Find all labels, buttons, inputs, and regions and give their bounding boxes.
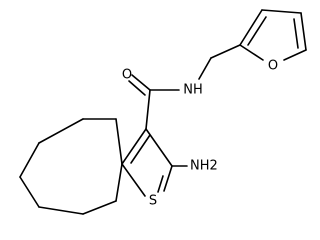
bond bbox=[130, 134, 151, 164]
amide-nitrogen-label: NH bbox=[183, 83, 203, 98]
bond bbox=[210, 44, 241, 59]
carbonyl-oxygen-label: O bbox=[122, 68, 132, 83]
bond bbox=[163, 165, 173, 192]
bond bbox=[38, 206, 84, 215]
bond bbox=[293, 18, 299, 49]
bond bbox=[115, 163, 123, 202]
amino-group-label: NH2 bbox=[190, 159, 218, 174]
bond bbox=[157, 175, 164, 193]
bond bbox=[131, 74, 151, 91]
molecule-structure-diagram: O NH O S NH2 bbox=[19, 9, 307, 215]
bond bbox=[145, 128, 173, 167]
furan-oxygen-label: O bbox=[268, 59, 278, 74]
furan-ring bbox=[239, 9, 307, 61]
bond bbox=[128, 80, 146, 96]
bond bbox=[121, 128, 147, 165]
bond bbox=[198, 57, 212, 80]
bond bbox=[261, 9, 302, 14]
bond bbox=[145, 89, 151, 130]
bond bbox=[38, 118, 84, 144]
cyclooctane-ring bbox=[19, 118, 123, 215]
bond bbox=[19, 176, 40, 208]
bond bbox=[300, 12, 307, 51]
bond bbox=[82, 200, 117, 215]
bond bbox=[247, 16, 267, 46]
sulfur-label: S bbox=[149, 194, 157, 209]
bond bbox=[239, 44, 264, 61]
bond bbox=[121, 163, 146, 197]
thiophene-ring bbox=[121, 128, 173, 197]
bond bbox=[283, 49, 307, 61]
amide-side-chain bbox=[128, 44, 241, 130]
bond bbox=[115, 118, 123, 165]
bond bbox=[19, 142, 40, 178]
bond bbox=[239, 9, 263, 46]
